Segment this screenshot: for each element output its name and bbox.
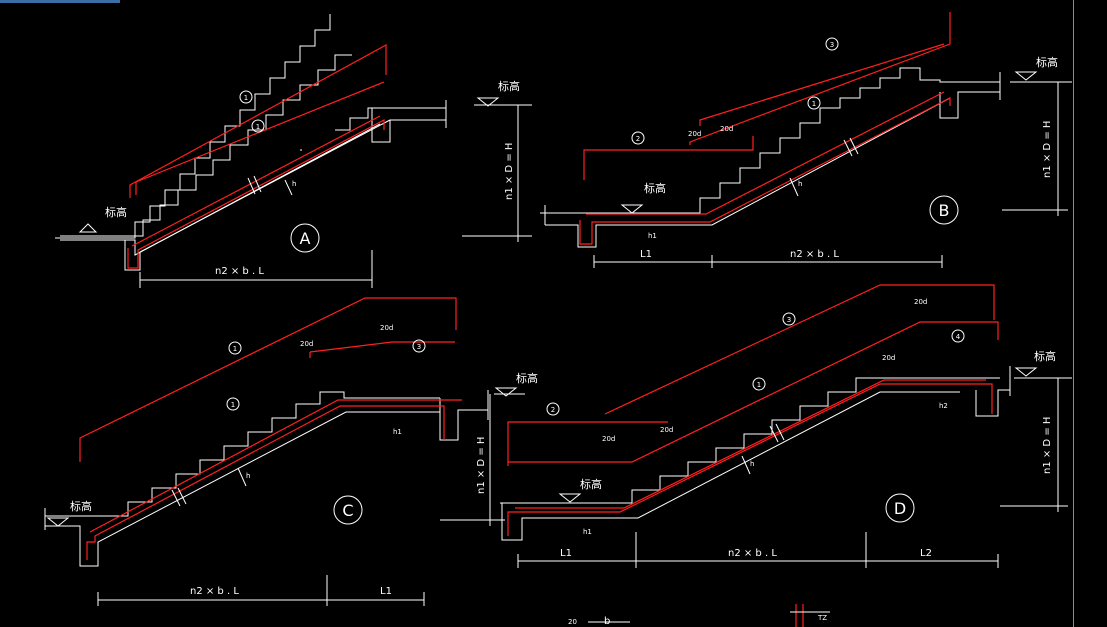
dimension-b: n2 × b . L [790,249,839,260]
l1-label-b: L1 [640,249,652,260]
20d-label-b1: 20d [688,130,701,138]
height-dimension-3: 标高 n1 × D = H [440,371,538,526]
height-dimension-2: 标高 n1 × D = H [1002,55,1072,216]
height-label-3: n1 × D = H [476,437,487,494]
rebar-2-label-d: 2 [551,406,555,414]
tz-label: TZ [817,614,827,622]
stair-c: 1 1 3 20d 20d 标高 h1 C n2 × b . L L1 h [44,297,489,606]
label-d: D [894,499,906,518]
h1-label-d: h1 [583,528,592,536]
20d-label-c1: 20d [300,340,313,348]
h-label-a: h [292,180,296,188]
rebar-4-label-d: 4 [956,333,961,341]
l2-label-d: L2 [920,548,932,559]
rebar-3-label-b: 3 [830,41,834,49]
elevation-label-d: 标高 [580,477,602,491]
h2-label-d: h2 [939,402,948,410]
l1-label-d: L1 [560,548,572,559]
height-dimension-4: 标高 n1 × D = H [1000,349,1072,512]
elevation-label-c: 标高 [70,499,92,513]
right-panel-frame [1073,0,1107,627]
h1-label-b: h1 [648,232,657,240]
height-label-4: n1 × D = H [1042,417,1053,474]
dimension-c: n2 × b . L [190,586,239,597]
dimension-d: n2 × b . L [728,548,777,559]
stair-a: 1 1 标高 A n2 × b . L h [55,14,447,288]
20d-label-d2: 20d [660,426,673,434]
label-a: A [300,229,311,248]
elevation-label-d-right: 标高 [1034,349,1056,363]
rebar-1b-label-c: 1 [231,401,235,409]
h-label-d: h [750,460,754,468]
height-dimension-1: 标高 n1 × D = H [462,79,532,242]
elevation-label-b-right: 标高 [1036,55,1058,69]
stair-d: 3 1 2 4 20d 20d 20d 20d 标高 h1 h2 D L1 n2… [500,284,1011,568]
height-label-1: n1 × D = H [504,143,515,200]
h-label-c: h [246,472,250,480]
20d-label-d1: 20d [602,435,615,443]
l1-label-c: L1 [380,586,392,597]
elevation-label-b: 标高 [644,181,666,195]
height-label-2: n1 × D = H [1042,121,1053,178]
label-c: C [342,501,353,520]
20d-label-c2: 20d [380,324,393,332]
rebar-1b-label: 1 [256,123,260,131]
dimension-a: n2 × b . L [215,266,264,277]
bottom-fragment: 20 b TZ [568,604,830,627]
rebar-1-label-d: 1 [757,381,761,389]
rebar-2-label-b: 2 [636,135,640,143]
20d-label-d3: 20d [882,354,895,362]
title-strip [0,0,120,3]
bottom-20-label: 20 [568,618,577,626]
rebar-3-label-c: 3 [417,343,421,351]
label-b: B [939,201,950,220]
elevation-label-a: 标高 [105,205,127,219]
rebar-3-label-d: 3 [787,316,791,324]
20d-label-d4: 20d [914,298,927,306]
rebar-1-label-b: 1 [812,100,816,108]
h-label-b: h [798,180,802,188]
h1-label-c: h1 [393,428,402,436]
stair-b: 3 1 2 20d 20d 标高 h1 B L1 n2 × b . L h [540,12,1001,268]
rebar-1-label-c: 1 [233,345,237,353]
rebar-1-label: 1 [244,94,248,102]
elevation-label-top: 标高 [498,79,520,93]
20d-label-b2: 20d [720,125,733,133]
elevation-label-c-right: 标高 [516,371,538,385]
